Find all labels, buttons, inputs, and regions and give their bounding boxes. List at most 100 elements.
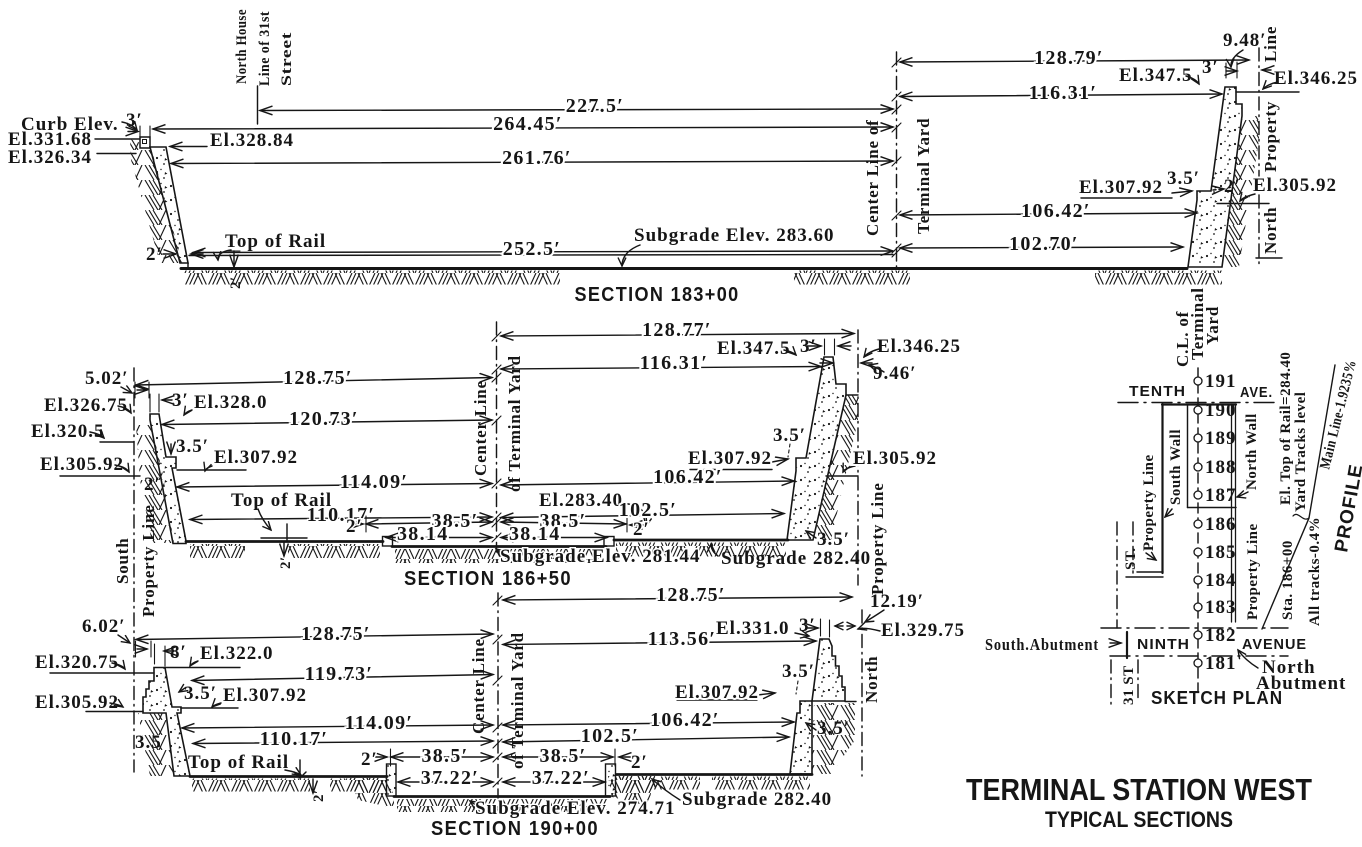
svg-text:Subgrade Elev. 283.60: Subgrade Elev. 283.60 <box>634 225 834 246</box>
svg-text:2′: 2′ <box>633 519 650 540</box>
svg-text:Main Line-1.9235%: Main Line-1.9235% <box>1317 358 1360 471</box>
svg-text:North Wall: North Wall <box>1244 413 1260 490</box>
svg-text:2′: 2′ <box>144 474 161 495</box>
svg-text:AVE.: AVE. <box>1240 384 1273 401</box>
svg-text:2′: 2′ <box>311 789 327 802</box>
svg-text:6.02′: 6.02′ <box>82 616 126 637</box>
svg-text:of Terminal Yard: of Terminal Yard <box>505 355 524 492</box>
svg-text:El.331.68: El.331.68 <box>8 129 92 150</box>
svg-text:C.L. of: C.L. of <box>1173 311 1192 367</box>
svg-text:El.329.75: El.329.75 <box>881 620 965 641</box>
svg-text:106.42′: 106.42′ <box>653 466 723 488</box>
svg-text:El.326.34: El.326.34 <box>8 147 92 168</box>
svg-text:38.5′: 38.5′ <box>421 745 468 767</box>
svg-text:El.305.92: El.305.92 <box>35 692 119 713</box>
svg-text:102.5′: 102.5′ <box>619 499 677 521</box>
svg-text:South.Abutment: South.Abutment <box>985 635 1099 654</box>
svg-text:Top of Rail: Top of Rail <box>231 490 332 511</box>
svg-text:3.5′: 3.5′ <box>773 425 806 446</box>
svg-text:3.5′: 3.5′ <box>176 436 209 457</box>
svg-text:116.31′: 116.31′ <box>640 352 709 374</box>
svg-text:38.5′: 38.5′ <box>539 510 586 532</box>
svg-text:North: North <box>1261 207 1280 254</box>
svg-text:2′: 2′ <box>631 752 648 773</box>
svg-text:102.70′: 102.70′ <box>1009 233 1079 255</box>
svg-text:Line of 31st: Line of 31st <box>257 11 273 86</box>
svg-text:188: 188 <box>1205 457 1237 478</box>
svg-text:El.305.92: El.305.92 <box>40 454 124 475</box>
svg-text:El.347.5: El.347.5 <box>1119 65 1192 86</box>
svg-text:North: North <box>1262 657 1316 678</box>
svg-text:Abutment: Abutment <box>1256 673 1346 694</box>
svg-text:227.5′: 227.5′ <box>566 95 624 117</box>
svg-text:El.307.92: El.307.92 <box>214 447 298 468</box>
svg-text:3.5: 3.5 <box>135 732 162 753</box>
svg-text:Property Line: Property Line <box>868 482 887 595</box>
svg-text:5.02′: 5.02′ <box>85 368 129 389</box>
svg-text:El.307.92: El.307.92 <box>675 682 759 703</box>
svg-text:El.320.5: El.320.5 <box>31 421 104 442</box>
svg-text:Top of Rail: Top of Rail <box>188 752 289 773</box>
svg-text:38.14: 38.14 <box>397 523 449 545</box>
svg-text:Property: Property <box>1261 101 1280 172</box>
svg-text:3.5′: 3.5′ <box>184 683 217 704</box>
svg-text:of Terminal Yard: of Terminal Yard <box>508 632 527 769</box>
svg-text:Center Line of: Center Line of <box>863 119 882 236</box>
svg-text:3′: 3′ <box>1202 57 1219 78</box>
svg-text:SECTION 186+50: SECTION 186+50 <box>404 568 572 590</box>
svg-text:TENTH: TENTH <box>1129 383 1186 400</box>
svg-text:113.56′: 113.56′ <box>648 628 717 650</box>
svg-text:2′: 2′ <box>361 749 378 770</box>
svg-text:3.5′: 3.5′ <box>817 718 850 739</box>
svg-text:El.305.92: El.305.92 <box>1253 175 1337 196</box>
svg-text:El.283.40: El.283.40 <box>539 490 623 511</box>
svg-text:AVENUE: AVENUE <box>1242 636 1307 653</box>
svg-text:2′: 2′ <box>278 556 294 569</box>
svg-text:264.45′: 264.45′ <box>493 113 563 135</box>
svg-text:116.31′: 116.31′ <box>1029 82 1098 104</box>
svg-text:Street: Street <box>279 32 295 86</box>
svg-text:El.346.25: El.346.25 <box>877 336 961 357</box>
svg-text:TYPICAL SECTIONS: TYPICAL SECTIONS <box>1045 807 1233 832</box>
svg-text:Line: Line <box>1261 26 1280 62</box>
svg-text:North: North <box>862 656 881 703</box>
svg-text:Yard Tracks level: Yard Tracks level <box>1293 392 1309 512</box>
svg-text:3′: 3′ <box>126 110 143 131</box>
svg-text:114.09′: 114.09′ <box>345 712 414 734</box>
svg-text:114.09′: 114.09′ <box>340 471 409 493</box>
svg-text:SECTION 190+00: SECTION 190+00 <box>431 818 599 840</box>
svg-text:El.328.84: El.328.84 <box>210 130 294 151</box>
svg-text:Terminal Yard: Terminal Yard <box>914 118 933 234</box>
svg-text:190: 190 <box>1205 400 1237 421</box>
svg-text:Curb Elev.: Curb Elev. <box>21 114 119 135</box>
svg-text:PROFILE: PROFILE <box>1331 462 1362 554</box>
svg-text:189: 189 <box>1205 428 1237 449</box>
svg-text:El.305.92: El.305.92 <box>853 448 937 469</box>
svg-text:183: 183 <box>1205 597 1237 618</box>
svg-text:Top of Rail: Top of Rail <box>225 231 326 252</box>
svg-text:38.14: 38.14 <box>509 523 561 545</box>
svg-text:El.331.0: El.331.0 <box>716 618 789 639</box>
svg-text:110.17′: 110.17′ <box>260 728 329 750</box>
svg-text:3′: 3′ <box>800 336 817 357</box>
svg-text:110.17′: 110.17′ <box>307 504 376 526</box>
svg-text:181: 181 <box>1205 653 1237 674</box>
svg-text:38.5′: 38.5′ <box>539 745 586 767</box>
svg-text:SKETCH PLAN: SKETCH PLAN <box>1151 688 1283 708</box>
svg-text:2′: 2′ <box>346 516 363 537</box>
svg-text:El. Top of Rail=284.40: El. Top of Rail=284.40 <box>1278 352 1294 505</box>
svg-text:128.79′: 128.79′ <box>1034 47 1104 69</box>
svg-text:38.5′: 38.5′ <box>431 510 478 532</box>
svg-text:128.75′: 128.75′ <box>301 623 371 645</box>
svg-text:2′: 2′ <box>1224 176 1241 197</box>
svg-text:Subgrade Elev. 274.71: Subgrade Elev. 274.71 <box>475 798 675 819</box>
svg-text:Yard: Yard <box>1203 306 1222 345</box>
svg-text:185: 185 <box>1205 542 1237 563</box>
svg-text:El.346.25: El.346.25 <box>1274 68 1358 89</box>
svg-text:El.328.0: El.328.0 <box>194 392 267 413</box>
svg-text:37.22′: 37.22′ <box>532 767 590 789</box>
svg-text:Sta. 186+00: Sta. 186+00 <box>1280 540 1296 620</box>
svg-text:261.76′: 261.76′ <box>502 147 572 169</box>
svg-text:252.5′: 252.5′ <box>503 238 561 260</box>
svg-text:191: 191 <box>1205 371 1237 392</box>
